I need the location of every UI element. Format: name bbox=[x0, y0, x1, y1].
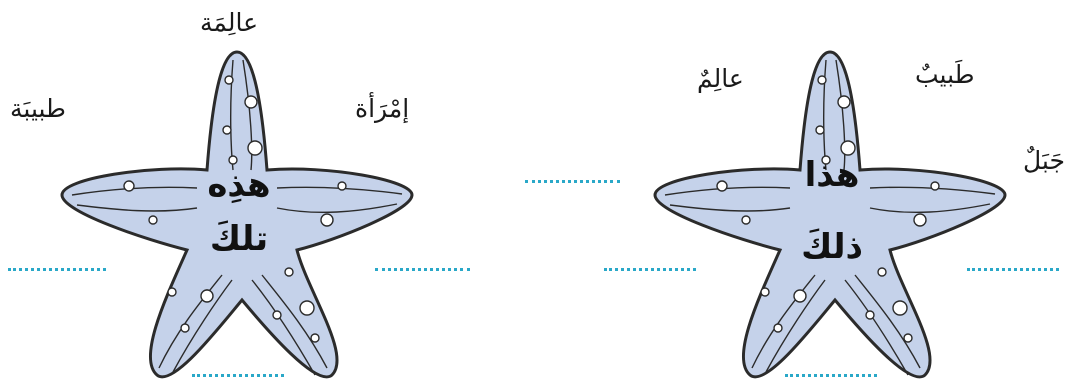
word-top: عالِمَة bbox=[200, 8, 259, 37]
answer-line-left[interactable] bbox=[8, 268, 106, 271]
word-top-right: طَبيبٌ bbox=[915, 60, 975, 89]
answer-line-bottom[interactable] bbox=[192, 374, 284, 377]
center-word-bottom: ذلكَ bbox=[801, 227, 863, 267]
word-top-left: عالِمٌ bbox=[697, 64, 744, 93]
answer-line-lower-left[interactable] bbox=[604, 268, 696, 271]
word-right: جَبَلٌ bbox=[1023, 146, 1065, 175]
center-word-top: هذِه bbox=[207, 165, 271, 205]
word-left: طبيبَة bbox=[10, 94, 66, 123]
starfish-exercise-right: عالِمٌ طَبيبٌ جَبَلٌ هذا ذلكَ bbox=[525, 0, 1079, 380]
answer-line-right[interactable] bbox=[375, 268, 470, 271]
word-right: إمْرَأة bbox=[355, 94, 410, 123]
answer-line-bottom[interactable] bbox=[785, 374, 877, 377]
starfish-illustration bbox=[653, 50, 1007, 379]
answer-line-left[interactable] bbox=[525, 180, 620, 183]
starfish-exercise-left: عالِمَة طبيبَة إمْرَأة هذِه تلكَ bbox=[8, 8, 470, 379]
center-word-bottom: تلكَ bbox=[209, 219, 269, 259]
starfish-illustration bbox=[60, 50, 414, 379]
center-word-top: هذا bbox=[804, 155, 860, 195]
answer-line-lower-right[interactable] bbox=[967, 268, 1059, 271]
